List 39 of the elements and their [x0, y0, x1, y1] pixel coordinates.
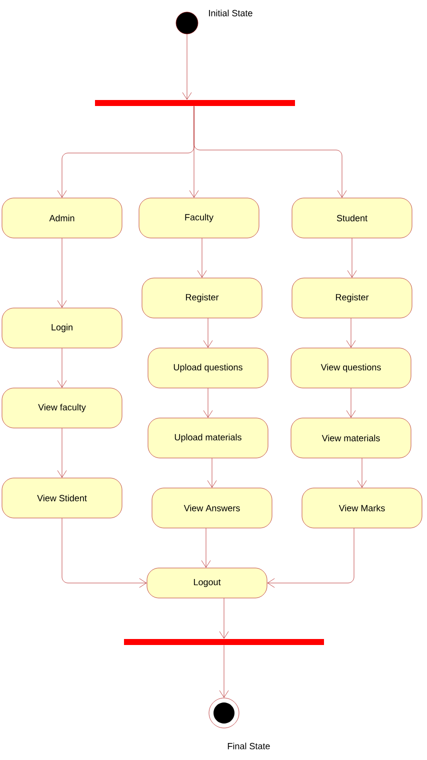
action-box: Login — [2, 308, 122, 348]
final-state-circle — [208, 698, 240, 728]
initial-state-circle — [176, 12, 198, 34]
action-box: View Stident — [2, 478, 122, 518]
state-label: Initial State — [209, 10, 252, 16]
arrow — [346, 388, 356, 418]
arrow — [182, 34, 192, 100]
action-box: View Marks — [302, 488, 422, 528]
arrow — [201, 528, 211, 568]
arrow — [219, 645, 229, 698]
action-box: Admin — [2, 198, 122, 238]
action-box: View faculty — [2, 388, 122, 428]
action-box: Register — [292, 278, 412, 318]
action-box: Register — [142, 278, 262, 318]
arrow — [357, 458, 367, 488]
arrow — [57, 428, 67, 478]
arrow — [346, 318, 356, 348]
action-box: Logout — [146, 568, 268, 598]
arrow — [57, 348, 67, 388]
arrow — [207, 458, 217, 488]
arrow — [219, 598, 229, 639]
arrow — [197, 238, 207, 278]
arrow — [267, 528, 354, 588]
arrow — [62, 518, 147, 588]
action-box: View questions — [290, 348, 412, 388]
action-box: View Answers — [152, 488, 272, 528]
action-box: Upload questions — [148, 348, 268, 388]
sync-bar — [95, 100, 295, 106]
arrow — [203, 388, 213, 418]
arrow — [57, 238, 67, 308]
arrow — [347, 238, 357, 278]
action-box: Upload materials — [148, 418, 268, 458]
arrow — [194, 106, 347, 198]
sync-bar — [124, 639, 324, 645]
state-label: Final State — [228, 742, 270, 750]
action-box: Faculty — [138, 198, 260, 238]
action-box: Student — [292, 198, 412, 238]
arrow — [203, 318, 213, 348]
action-box: View materials — [290, 418, 412, 458]
